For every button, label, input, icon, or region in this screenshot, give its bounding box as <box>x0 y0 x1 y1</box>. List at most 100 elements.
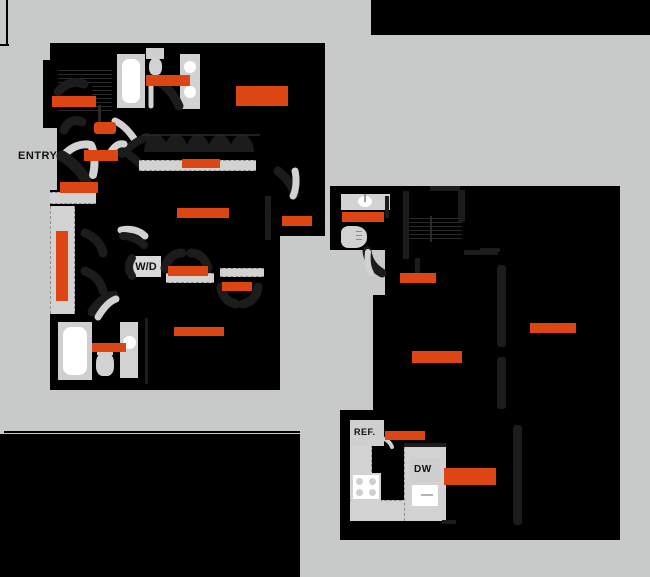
vanity-lower-counter <box>120 322 138 378</box>
kitchen-wall-stub-a <box>404 443 446 447</box>
redaction-bar <box>385 431 425 440</box>
toilet-upper-tank <box>146 48 164 59</box>
redaction-bar <box>174 327 224 336</box>
unit-left-notch-entry <box>43 60 53 142</box>
door-swing-hall-a <box>111 117 140 144</box>
closet-rod-right <box>430 216 432 242</box>
shelf-line <box>406 226 462 227</box>
shelf-line <box>92 102 112 103</box>
upper-right-black-mass <box>371 0 650 35</box>
toilet-upper-bowl <box>149 58 162 75</box>
powder-toilet-detail <box>356 231 362 232</box>
balcony-rail-segment-3 <box>513 425 522 525</box>
washer-dryer-label: W/D <box>131 256 161 277</box>
kitchen-wall-stub-b <box>442 520 456 524</box>
door-swing-bed-lower-a <box>216 282 242 309</box>
sink-basin-upper-2 <box>184 86 196 98</box>
redaction-bar <box>92 343 126 352</box>
bathtub-lower-basin <box>61 325 89 377</box>
powder-toilet-bowl <box>341 226 367 248</box>
kitchen-sink-divider <box>421 494 433 496</box>
burner-4 <box>369 489 376 496</box>
door-swing-closet-lower-b <box>80 266 108 296</box>
redaction-bar <box>177 208 229 218</box>
door-swing-entry-c <box>85 143 105 179</box>
redaction-bar <box>530 323 576 333</box>
shelf-line <box>58 70 112 71</box>
shelf-line <box>58 110 112 111</box>
powder-toilet-detail <box>356 239 362 240</box>
redaction-bar <box>222 282 252 291</box>
door-swing-bedroom-right <box>273 166 300 200</box>
balcony-rail-segment-1 <box>497 265 506 347</box>
shelf-line <box>92 90 112 91</box>
redaction-bar <box>342 212 384 222</box>
burner-1 <box>356 478 363 485</box>
redaction-bar <box>52 96 96 107</box>
redaction-bar <box>282 216 312 226</box>
balcony-rail-cap <box>480 248 500 252</box>
door-swing-closet-mid <box>160 248 188 273</box>
redaction-bar <box>146 75 190 86</box>
door-swing-kitchen <box>378 436 394 450</box>
door-swing-entry-b <box>56 150 92 186</box>
lower-left-black-mass <box>0 434 300 577</box>
redaction-bar <box>236 86 288 106</box>
closet-hanging-clothes <box>140 132 262 159</box>
redaction-bar <box>444 468 496 485</box>
shelf-line <box>92 98 112 99</box>
toilet-lower-bowl <box>96 352 114 376</box>
shelf-line <box>92 86 112 87</box>
redaction-bar <box>94 122 116 134</box>
door-swing-closet-upper-left-2 <box>59 116 87 136</box>
refrigerator <box>350 420 384 446</box>
sink-basin-lower <box>123 336 136 349</box>
powder-faucet <box>364 194 366 202</box>
redaction-bar <box>168 266 208 276</box>
entry-label: ENTRY <box>18 150 58 162</box>
redaction-bar <box>60 182 98 193</box>
door-swing-closet-upper-left <box>53 78 89 102</box>
door-swing-hall-lower-b <box>87 290 120 321</box>
burner-3 <box>356 489 363 496</box>
redaction-bar <box>84 150 118 161</box>
wall-right-horizontal-b <box>430 186 460 191</box>
shelf-line <box>406 238 462 239</box>
shelf-line <box>58 74 112 75</box>
wall-right-horizontal-a <box>464 250 498 255</box>
shelf-line <box>406 218 462 219</box>
wall-right-vertical-a <box>403 191 409 259</box>
bathtub-upper-basin <box>120 57 142 105</box>
dishwasher-label: DW <box>414 464 432 475</box>
refrigerator-label: REF. <box>354 427 376 437</box>
shelf-line <box>58 78 112 79</box>
closet-rod <box>98 105 101 127</box>
partition-wall-right-upper <box>265 196 271 240</box>
powder-toilet-detail <box>356 235 362 236</box>
shelf-line <box>406 222 462 223</box>
redaction-bar <box>182 159 220 168</box>
door-swing-closet-mid-2 <box>186 248 213 273</box>
redaction-bar <box>412 351 462 363</box>
dishwasher <box>410 458 440 482</box>
door-swing-wd <box>120 254 136 280</box>
redaction-bar <box>56 231 68 301</box>
wall-right-vertical-c <box>415 258 420 278</box>
shelf-line <box>92 94 112 95</box>
door-swing-bed-lower-b <box>238 282 263 309</box>
left-edge-rule-2 <box>0 44 9 46</box>
kitchen-sink <box>410 483 440 508</box>
shelf-line <box>406 234 462 235</box>
right-boundary-rule-top <box>612 186 614 540</box>
shelf-bar-right <box>220 268 264 277</box>
entry-threshold <box>50 192 96 204</box>
lower-left-black-rule <box>4 431 300 433</box>
balcony-rail-segment-2 <box>497 357 506 409</box>
burner-2 <box>369 478 376 485</box>
sink-basin-upper-1 <box>184 61 196 73</box>
wall-lower-left-inner <box>145 318 148 384</box>
redaction-bar <box>400 273 436 283</box>
entry-recess-2 <box>43 190 50 220</box>
wall-right-vertical-b <box>385 196 389 218</box>
